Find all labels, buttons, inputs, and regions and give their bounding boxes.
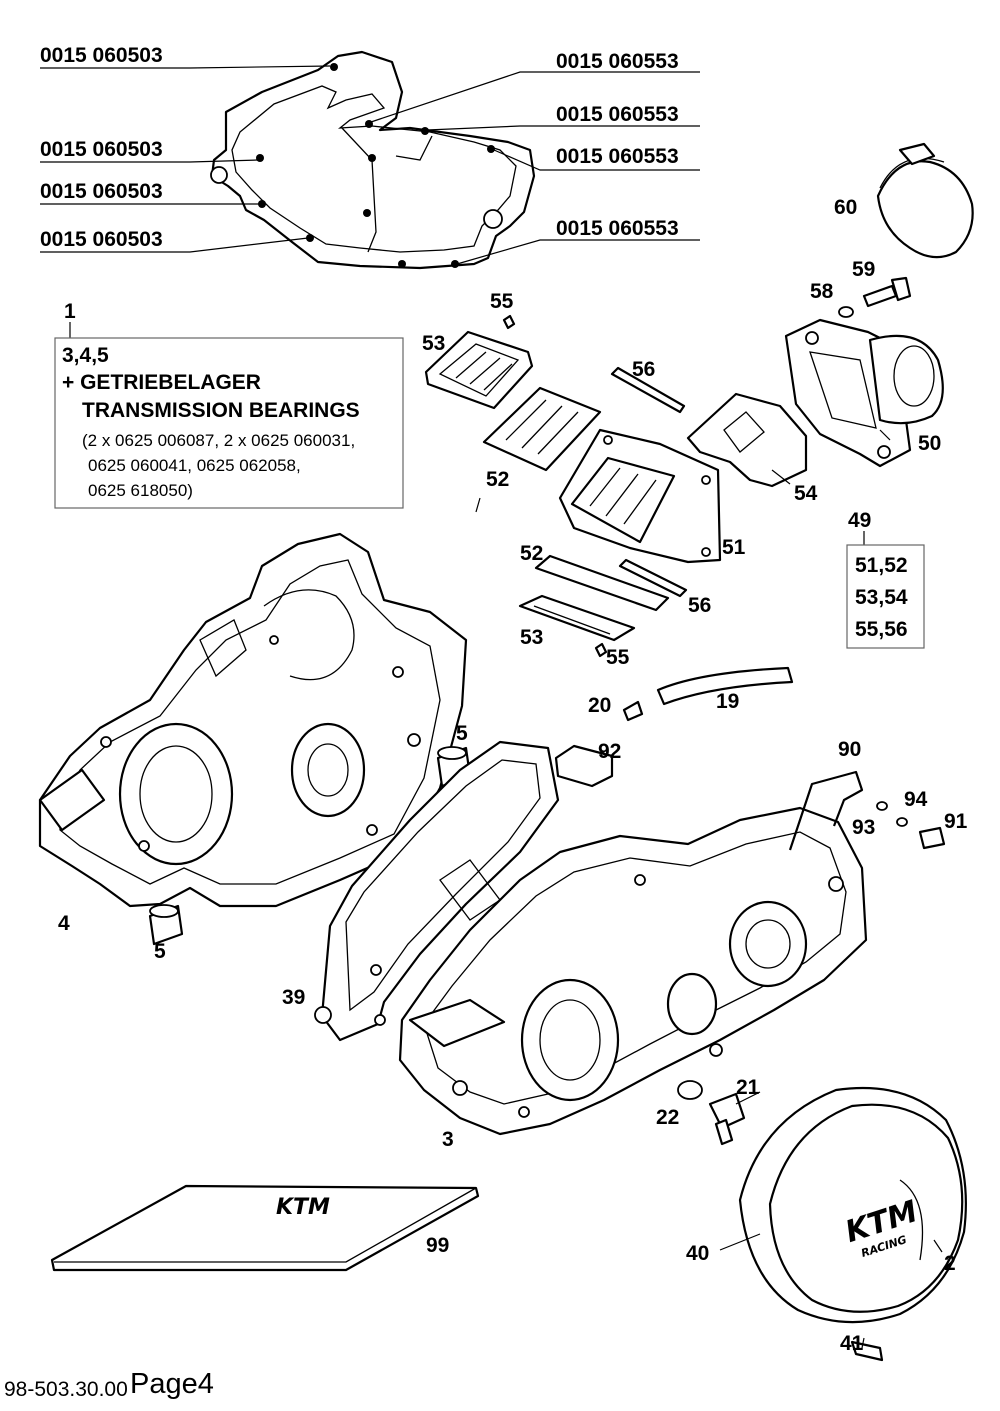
callout-41: 41 xyxy=(840,1332,864,1355)
callout-94: 94 xyxy=(904,788,928,811)
cable-bracket-icon xyxy=(788,770,946,851)
clutch-cover-icon: KTM RACING xyxy=(738,1086,967,1324)
callout-5: 5 xyxy=(154,940,166,963)
base-gasket-icon xyxy=(314,740,560,1042)
callout-1: 1 xyxy=(64,300,76,323)
reed-valve-icon xyxy=(424,314,808,564)
crankcase-right-half-icon xyxy=(398,806,868,1136)
callout-21: 21 xyxy=(736,1076,760,1099)
kit-note-box xyxy=(54,337,404,509)
callout-51: 51 xyxy=(722,536,746,559)
callout-55: 55 xyxy=(490,290,514,313)
callout-22: 22 xyxy=(656,1106,679,1129)
callout-60: 60 xyxy=(834,196,857,219)
callout-55: 55 xyxy=(606,646,630,669)
crankcase-gasket-icon xyxy=(210,50,536,270)
gasket-part-number-label: 0015 060503 xyxy=(40,180,163,203)
callout-91: 91 xyxy=(944,810,968,833)
callout-90: 90 xyxy=(838,738,861,761)
kit-note-line: 3,4,5 xyxy=(62,344,109,367)
screw-icon xyxy=(850,1340,884,1362)
callout-52: 52 xyxy=(520,542,543,565)
reed-kit-line: 55,56 xyxy=(855,618,908,641)
callout-56: 56 xyxy=(688,594,711,617)
callout-39: 39 xyxy=(282,986,305,1009)
callout-54: 54 xyxy=(794,482,818,505)
manual-book-icon: KTM xyxy=(50,1184,480,1272)
hose-clamp-icon xyxy=(876,142,974,259)
crankcase-left-half-icon xyxy=(38,532,468,908)
gasket-part-number-label: 0015 060553 xyxy=(556,145,679,168)
kit-note-line: + GETRIEBELAGER xyxy=(62,371,261,394)
callout-52: 52 xyxy=(486,468,509,491)
gasket-part-number-label: 0015 060553 xyxy=(556,103,679,126)
gasket-part-number-label: 0015 060503 xyxy=(40,138,163,161)
kit-note-line: 0625 618050) xyxy=(88,481,193,500)
bolt-icon xyxy=(838,276,912,318)
callout-2: 2 xyxy=(944,1252,956,1275)
callout-4: 4 xyxy=(58,912,70,935)
manual-brand-logo: KTM xyxy=(276,1195,330,1220)
callout-3: 3 xyxy=(442,1128,454,1151)
callout-40: 40 xyxy=(686,1242,709,1265)
callout-53: 53 xyxy=(422,332,445,355)
callout-92: 92 xyxy=(598,740,621,763)
callout-50: 50 xyxy=(918,432,941,455)
gasket-part-number-label: 0015 060553 xyxy=(556,217,679,240)
reed-kit-line: 53,54 xyxy=(855,586,908,609)
gasket-part-number-label: 0015 060503 xyxy=(40,228,163,251)
callout-leader-lines xyxy=(475,429,943,1349)
callout-49: 49 xyxy=(848,509,871,532)
gasket-part-number-label: 0015 060553 xyxy=(556,50,679,73)
filter-pad-icon xyxy=(554,744,614,788)
drain-plug-icon xyxy=(677,1080,746,1146)
callout-93: 93 xyxy=(852,816,875,839)
reed-kit-box xyxy=(846,544,925,649)
reed-spare-parts-icon xyxy=(518,554,688,658)
callout-53: 53 xyxy=(520,626,543,649)
callout-99: 99 xyxy=(426,1234,449,1257)
kit-note-line: 0625 060041, 0625 062058, xyxy=(88,456,301,475)
gasket-part-number-label: 0015 060503 xyxy=(40,44,163,67)
kit-note-line: (2 x 0625 006087, 2 x 0625 060031, xyxy=(82,431,355,450)
intake-flange-icon xyxy=(784,318,944,468)
kit-note-line: TRANSMISSION BEARINGS xyxy=(82,399,360,422)
callout-20: 20 xyxy=(588,694,611,717)
callout-59: 59 xyxy=(852,258,875,281)
gasket-leader-lines xyxy=(40,65,700,265)
callout-58: 58 xyxy=(810,280,834,303)
breather-hose-icon xyxy=(622,666,794,722)
reed-kit-line: 51,52 xyxy=(855,554,908,577)
callout-19: 19 xyxy=(716,690,739,713)
callout-56: 56 xyxy=(632,358,655,381)
drawing-code: 98-503.30.00 xyxy=(4,1378,128,1401)
page-number: Page4 xyxy=(130,1368,214,1400)
callout-5: 5 xyxy=(456,722,468,745)
